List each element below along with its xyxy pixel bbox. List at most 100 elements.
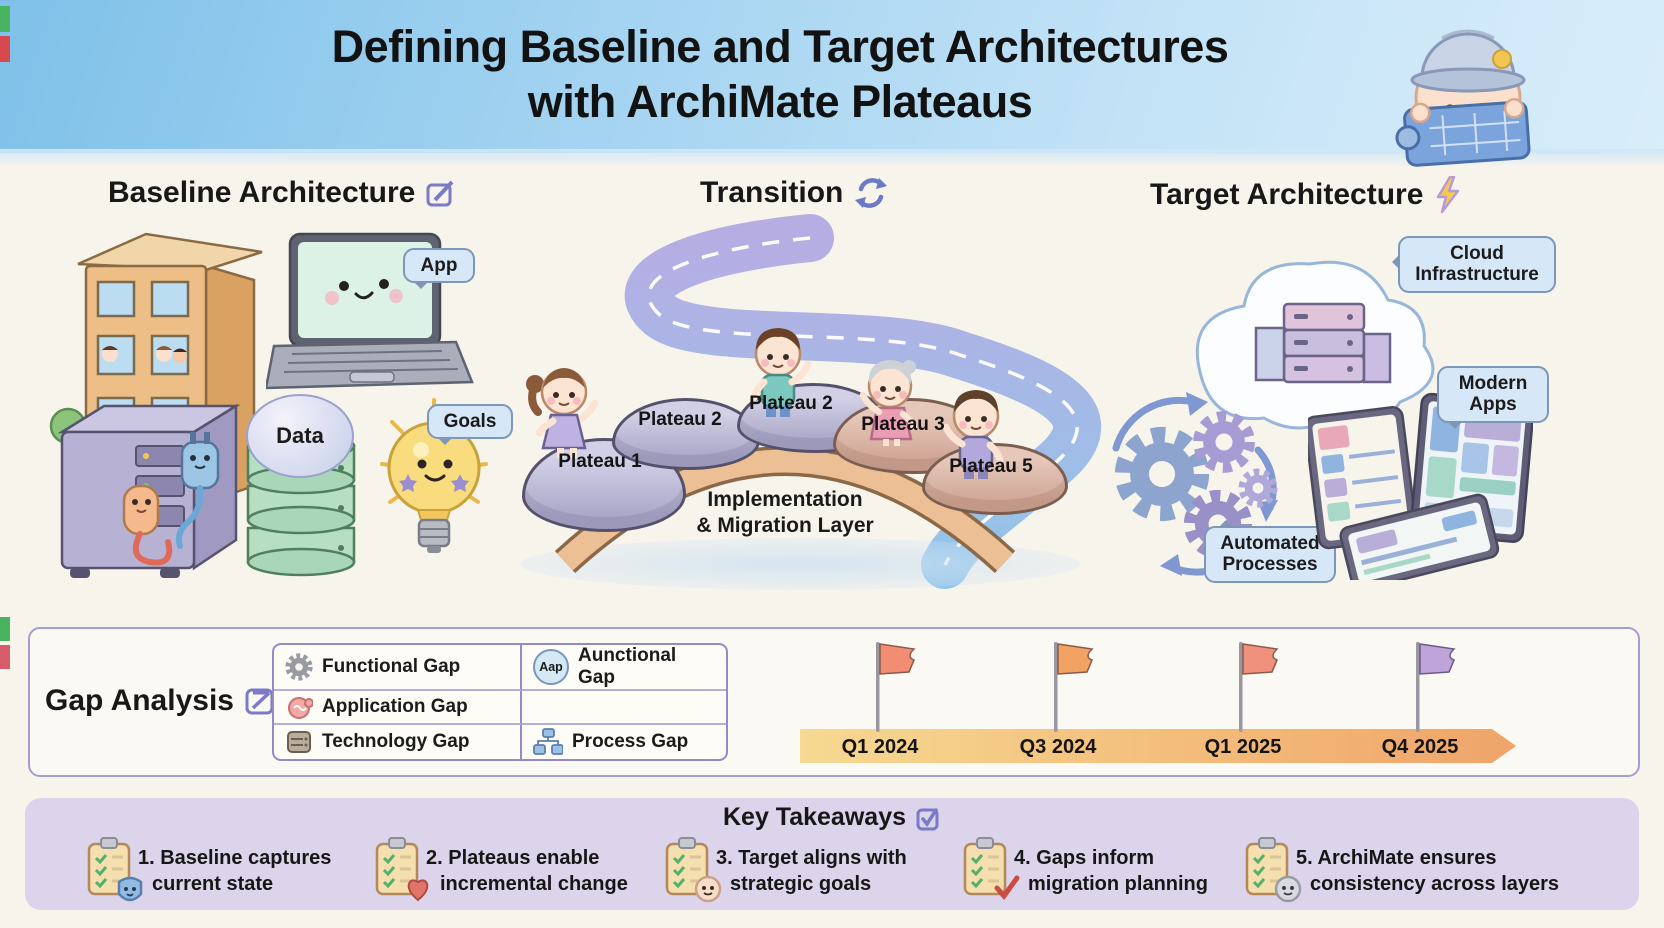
goals-label: Goals [443,411,497,432]
takeaway-line2: incremental change [440,873,628,895]
architect-mascot-illustration [1395,29,1531,167]
server-illustration [57,403,241,578]
aunctional-gap-label: Aunctional Gap [578,645,677,688]
key-takeaways-band [25,798,1639,910]
migration-layer-label: Implementation & Migration Layer [640,487,930,538]
technology-gap-label: Technology Gap [322,731,470,752]
app-speech-bubble: App [403,248,475,290]
milestone-flag [1416,642,1456,732]
takeaway-line1: 2. Plateaus enable [426,847,600,869]
automated-processes-label: Automated Processes [1220,533,1320,576]
aunctional-gap-cell: Aap Aunctional Gap [522,645,726,691]
timeline-label: Q1 2024 [841,736,919,758]
migration-layer-line2: & Migration Layer [696,513,874,537]
flag-icon [1242,643,1279,675]
milestone-flag [1054,642,1094,732]
key-takeaways-heading-label: Key Takeaways [723,803,906,831]
gap-analysis-table: Functional Gap Aap Aunctional Gap Applic… [272,643,728,761]
takeaway-line1: 4. Gaps inform [1014,847,1155,869]
takeaway-item: 4. Gaps inform migration planning [1014,845,1208,897]
clipboard-face-icon [665,836,722,903]
plateau-label: Plateau 1 [558,451,642,472]
modern-apps-bubble: Modern Apps [1437,366,1549,429]
checkbox-icon [916,807,939,830]
takeaway-line2: strategic goals [730,873,872,895]
milestone-flag [1239,642,1279,732]
plateau-label: Plateau 2 [638,409,722,430]
technology-gap-cell: Technology Gap [274,725,522,759]
application-gap-label: Application Gap [322,696,468,717]
application-icon [288,697,313,719]
takeaway-line1: 5. ArchiMate ensures [1296,847,1497,869]
milestone-flag [876,642,916,732]
timeline-label: Q3 2024 [1019,736,1097,758]
takeaway-line2: consistency across layers [1310,873,1560,895]
takeaway-item: 2. Plateaus enable incremental change [426,845,628,897]
server-icon [287,731,311,753]
plateau-label: Plateau 5 [949,456,1033,477]
modern-apps-label: Modern Apps [1458,373,1528,416]
transition-section-heading: Transition [700,176,889,210]
gap-analysis-heading-label: Gap Analysis [45,684,234,717]
process-gap-cell: Process Gap [522,725,726,759]
data-label: Data [276,423,324,448]
process-gap-label: Process Gap [572,731,689,752]
lightbulb-illustration [380,398,488,553]
takeaway-line2: current state [152,873,274,895]
empty-gap-cell [522,691,726,725]
timeline-band [800,729,1516,763]
clipboard-shield-icon [87,836,143,902]
functional-gap-cell: Functional Gap [274,645,522,691]
grandma-character [859,360,918,446]
edit-icon [426,180,454,207]
timeline-label: Q4 2025 [1381,736,1459,758]
flag-icon [1057,643,1094,675]
flowchart-icon [533,728,563,755]
target-section-heading: Target Architecture [1150,176,1463,214]
functional-gap-label: Functional Gap [322,656,461,677]
page-title-line1: Defining Baseline and Target Architectur… [331,21,1229,72]
sky-banner [0,0,1664,167]
data-balloon-bubble: Data [246,394,354,478]
automated-processes-bubble: Automated Processes [1204,520,1336,583]
takeaway-line1: 3. Target aligns with [716,847,907,869]
application-gap-cell: Application Gap [274,691,522,725]
clipboard-check-icon [963,836,1020,901]
refresh-cycle-icon [855,178,888,208]
cloud-infrastructure-label: Cloud Infrastructure [1415,243,1539,286]
clipboard-gray-face-icon [1245,836,1302,903]
flag-icon [1419,643,1456,675]
plug-character-orange [122,484,160,536]
plateau-label: Plateau 2 [749,393,833,414]
laptop-illustration [266,232,474,390]
takeaway-line2: migration planning [1028,873,1208,895]
takeaway-item: 1. Baseline captures current state [138,845,331,897]
cloud-servers-illustration [1195,260,1435,430]
key-takeaways-heading: Key Takeaways [0,803,1664,832]
gear-icon [1124,436,1199,511]
lightning-bolt-icon [1437,176,1460,214]
edge-color-chip [0,617,10,641]
page-title-line2: with ArchiMate Plateaus [527,75,1033,127]
migration-layer-line1: Implementation [707,488,863,511]
boy-character [750,328,812,417]
flag-icon [879,643,916,675]
takeaway-item: 3. Target aligns with strategic goals [716,845,907,897]
gear-icon [285,653,313,681]
clipboard-heart-icon [375,836,429,902]
plug-character-blue [180,432,220,490]
baseline-heading-label: Baseline Architecture [108,176,416,209]
gap-analysis-heading: Gap Analysis [45,684,276,718]
modern-devices-illustration [1308,392,1533,580]
goals-speech-bubble: Goals [427,404,513,446]
edge-color-chip [0,36,10,62]
baseline-section-heading: Baseline Architecture [108,176,457,210]
aap-badge-icon: Aap [533,649,569,685]
plateau-label: Plateau 3 [861,414,945,435]
takeaway-item: 5. ArchiMate ensures consistency across … [1296,845,1559,897]
timeline-label: Q1 2025 [1204,736,1282,758]
app-label: App [420,255,458,276]
girl-character [526,368,599,458]
edge-color-chip [0,6,10,32]
target-heading-label: Target Architecture [1150,178,1424,211]
